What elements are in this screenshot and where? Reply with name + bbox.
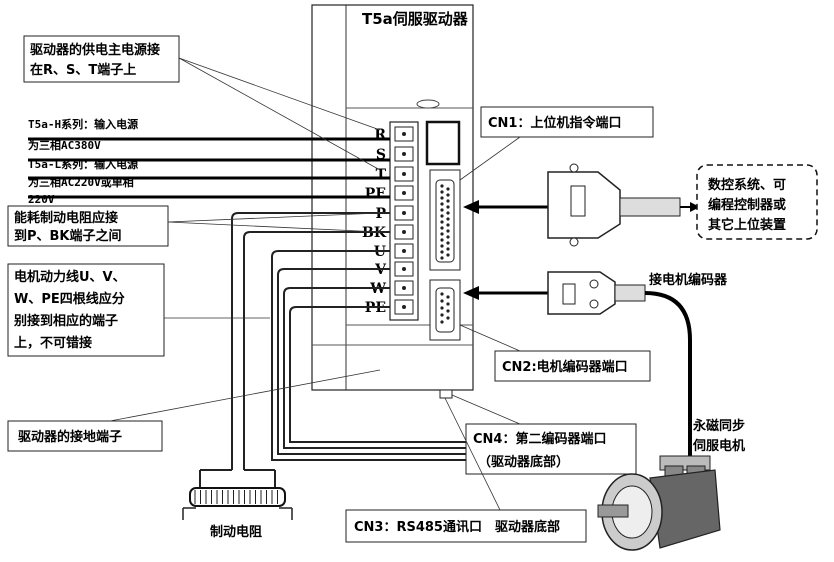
terminal-screw (402, 286, 406, 290)
power-callout-line2: 在R、S、T端子上 (30, 62, 136, 78)
bottom-port (439, 389, 453, 399)
power-input-wires (28, 137, 390, 199)
resistor-label: 制动电阻 (210, 524, 262, 540)
ground-callout-text: 驱动器的接地端子 (18, 429, 122, 445)
terminal-label: S (376, 147, 386, 163)
motor-label-line2: 伺服电机 (692, 438, 745, 454)
cn3-callout-text: CN3：RS485通讯口 驱动器底部 (354, 519, 560, 535)
l-series-note-line1: T5a-L系列：输入电源 (28, 157, 138, 171)
cn4-callout-line2: （驱动器底部） (478, 454, 569, 470)
motor-line-callout-line1: 电机动力线U、V、 (14, 269, 126, 285)
motor-power-wires (271, 250, 616, 461)
terminal-screw (402, 132, 406, 136)
display-window (425, 120, 461, 166)
controller-line2: 编程控制器或 (708, 197, 786, 213)
terminal-label: R (374, 127, 386, 143)
cn1-callout: CN1：上位机指令端口 (459, 106, 654, 181)
power-callout: 驱动器的供电主电源接 在R、S、T端子上 (23, 35, 381, 171)
terminal-label: T (376, 167, 387, 183)
motor-line-callout-line4: 上，不可错接 (14, 335, 92, 351)
cn3-callout: CN3：RS485通讯口 驱动器底部 (345, 397, 587, 543)
terminal-screw (402, 172, 406, 176)
servo-motor: 永磁同步 伺服电机 (597, 418, 745, 551)
motor-line-callout-line3: 别接到相应的端子 (13, 313, 118, 329)
l-series-note-line3: 220V (28, 193, 55, 206)
h-series-note-line1: T5a-H系列：输入电源 (28, 117, 138, 131)
motor-label-line1: 永磁同步 (692, 418, 745, 434)
power-callout-line1: 驱动器的供电主电源接 (30, 42, 160, 58)
controller-line1: 数控系统、可 (708, 177, 786, 193)
brake-callout-line2: 到P、BK端子之间 (14, 228, 122, 244)
brake-callout: 能耗制动电阻应接 到P、BK端子之间 (7, 205, 381, 247)
cn1-cable (463, 163, 700, 247)
drive-title: T5a伺服驱动器 (362, 10, 469, 28)
terminal-screw (402, 267, 406, 271)
cn2-cable: 接电机编码器 (463, 271, 728, 460)
input-notes: T5a-H系列：输入电源 为三相AC380V T5a-L系列：输入电源 为三相A… (28, 117, 138, 206)
terminal-screw (402, 191, 406, 195)
terminal-screw (402, 249, 406, 253)
cn1-callout-text: CN1：上位机指令端口 (488, 115, 621, 131)
servo-drive: T5a伺服驱动器 (311, 4, 474, 399)
cn4-callout: CN4：第二编码器端口 （驱动器底部） (451, 394, 637, 475)
controller-line3: 其它上位装置 (708, 217, 786, 233)
motor-line-callout: 电机动力线U、V、 W、PE四根线应分 别接到相应的端子 上，不可错接 (7, 263, 270, 357)
terminal-screw (402, 230, 406, 234)
terminal-screw (402, 305, 406, 309)
encoder-label: 接电机编码器 (649, 272, 728, 288)
terminal-screw (402, 152, 406, 156)
terminal-label: PE (365, 186, 386, 202)
encoder-plug (547, 271, 616, 315)
ground-callout: 驱动器的接地端子 (7, 369, 381, 452)
brake-callout-line1: 能耗制动电阻应接 (14, 210, 118, 226)
l-series-note-line2: 为三相AC220V或单相 (28, 175, 134, 189)
terminal-screw (402, 211, 406, 215)
cn2-callout: CN2:电机编码器端口 (459, 324, 651, 382)
cn4-callout-line1: CN4：第二编码器端口 (473, 431, 606, 447)
motor-line-callout-line2: W、PE四根线应分 (14, 291, 125, 307)
brake-resistor: 制动电阻 (182, 469, 293, 540)
h-series-note-line2: 为三相AC380V (28, 138, 101, 152)
cn2-callout-text: CN2:电机编码器端口 (502, 359, 628, 375)
host-controller: 数控系统、可 编程控制器或 其它上位装置 (696, 164, 818, 240)
